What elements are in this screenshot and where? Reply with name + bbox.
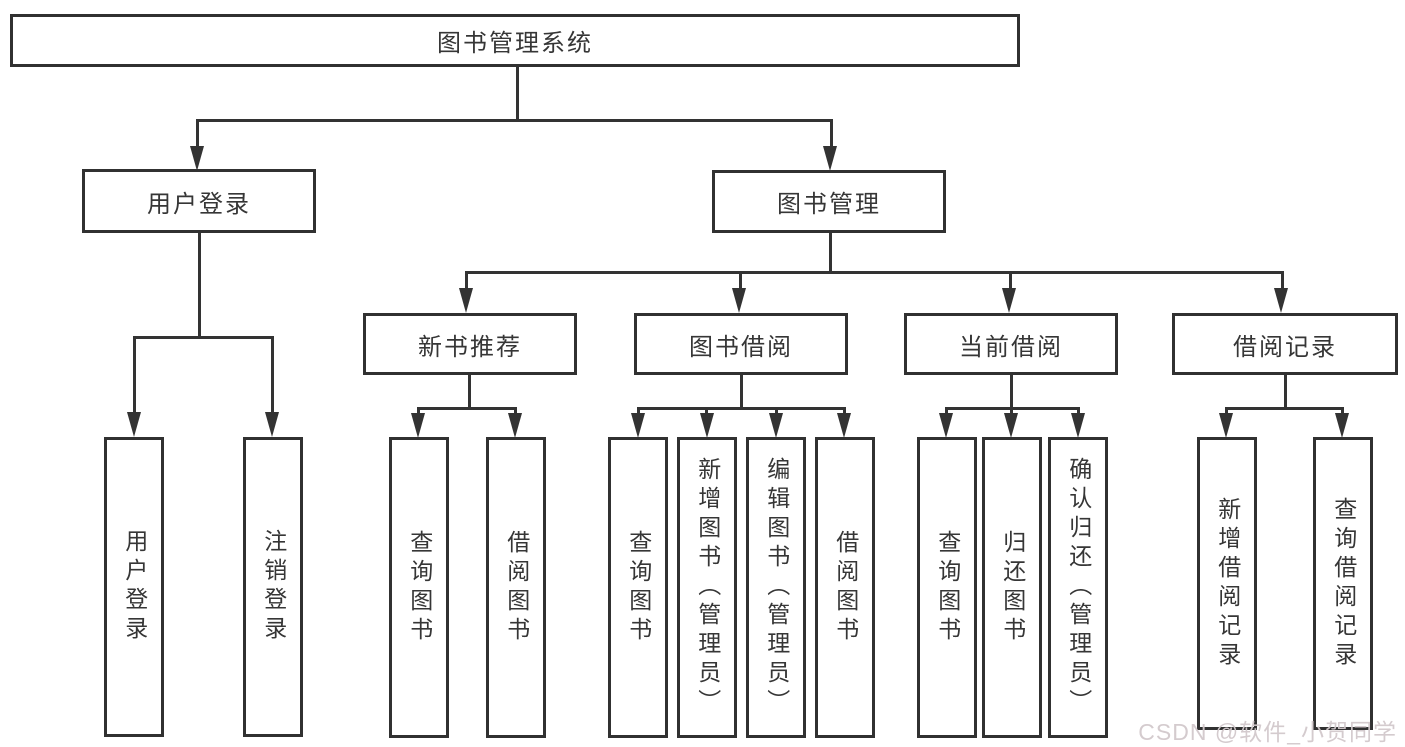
connector-bookmgmt-drop	[830, 119, 833, 149]
leaf-label: 查询图书	[625, 529, 652, 646]
connector-leaf-drop	[705, 407, 708, 416]
leaf-query-books: 查询图书	[608, 437, 668, 738]
arrow-to-book-management	[823, 146, 837, 171]
connector-current-stem	[1010, 374, 1013, 410]
node-label: 图书管理	[777, 191, 881, 218]
connector-leaf-drop	[843, 407, 846, 416]
connector-leaf-drop	[514, 407, 517, 416]
node-label: 借阅记录	[1233, 333, 1337, 361]
node-borrow-records: 借阅记录	[1172, 313, 1398, 375]
leaf-query-borrow-record: 查询借阅记录	[1313, 437, 1373, 730]
leaf-label: 查询图书	[406, 529, 433, 646]
connector-leaf-drop	[945, 407, 948, 416]
connector-leaf-login-drop	[133, 336, 136, 415]
connector-leaf-drop	[1341, 407, 1344, 416]
connector-leaf-drop	[1010, 407, 1013, 416]
node-label: 用户登录	[147, 190, 251, 218]
connector-borrow-drop	[739, 271, 742, 291]
connector-userlogin-bar	[133, 336, 274, 339]
connector-leaf-logout-drop	[271, 336, 274, 415]
arrow-to-borrow	[732, 288, 746, 313]
arrow-to-leaf-logout	[265, 412, 279, 437]
leaf-query-books: 查询图书	[389, 437, 449, 738]
node-root: 图书管理系统	[10, 14, 1020, 67]
connector-leaf-drop	[775, 407, 778, 416]
leaf-label: 新增图书（管理员）	[694, 457, 721, 718]
arrow-to-leaf	[1004, 413, 1018, 438]
leaf-edit-books-admin: 编辑图书（管理员）	[746, 437, 806, 738]
connector-newbook-drop	[465, 271, 468, 291]
node-root-label: 图书管理系统	[437, 30, 593, 57]
arrow-to-current	[1002, 288, 1016, 313]
connector-userlogin-stem	[198, 231, 201, 338]
arrow-to-leaf	[631, 413, 645, 438]
connector-records-drop	[1281, 271, 1284, 291]
leaf-label: 借阅图书	[503, 529, 530, 646]
node-new-book-recommend: 新书推荐	[363, 313, 577, 375]
node-label: 图书借阅	[689, 333, 793, 361]
connector-leaf-drop	[1225, 407, 1228, 416]
arrow-to-leaf-login	[127, 412, 141, 437]
leaf-logout: 注销登录	[243, 437, 303, 737]
node-book-management: 图书管理	[712, 170, 946, 233]
arrow-to-leaf	[939, 413, 953, 438]
node-label: 当前借阅	[959, 333, 1063, 361]
connector-records-stem	[1284, 374, 1287, 410]
connector-userlogin-drop	[196, 119, 199, 149]
leaf-label: 注销登录	[260, 529, 287, 645]
leaf-return-books: 归还图书	[982, 437, 1042, 738]
node-current-borrow: 当前借阅	[904, 313, 1118, 375]
connector-current-drop	[1009, 271, 1012, 291]
node-book-borrow: 图书借阅	[634, 313, 848, 375]
connector-newbook-bar	[417, 407, 517, 410]
connector-leaf-drop	[417, 407, 420, 416]
arrow-to-leaf	[508, 413, 522, 438]
csdn-watermark: CSDN @软件_小贺同学	[1138, 719, 1397, 745]
arrow-to-leaf	[1335, 413, 1349, 438]
arrow-to-leaf	[411, 413, 425, 438]
leaf-borrow-books: 借阅图书	[486, 437, 546, 738]
node-label: 新书推荐	[418, 333, 522, 361]
connector-records-bar	[1225, 407, 1344, 410]
leaf-add-borrow-record: 新增借阅记录	[1197, 437, 1257, 730]
connector-borrow-stem	[740, 374, 743, 410]
leaf-label: 查询图书	[934, 529, 961, 646]
arrow-to-leaf	[1219, 413, 1233, 438]
connector-level1-bar	[196, 119, 833, 122]
leaf-user-login: 用户登录	[104, 437, 164, 737]
leaf-label: 归还图书	[999, 529, 1026, 646]
arrow-to-leaf	[700, 413, 714, 438]
leaf-label: 新增借阅记录	[1214, 496, 1241, 671]
arrow-to-user-login	[190, 146, 204, 171]
arrow-to-leaf	[837, 413, 851, 438]
leaf-label: 确认归还（管理员）	[1065, 457, 1092, 718]
leaf-query-books: 查询图书	[917, 437, 977, 738]
connector-level3-bar	[465, 271, 1284, 274]
leaf-label: 编辑图书（管理员）	[763, 457, 790, 718]
leaf-borrow-books: 借阅图书	[815, 437, 875, 738]
leaf-confirm-return-admin: 确认归还（管理员）	[1048, 437, 1108, 738]
arrow-to-newbook	[459, 288, 473, 313]
leaf-label: 用户登录	[121, 529, 148, 645]
connector-leaf-drop	[1077, 407, 1080, 416]
leaf-label: 借阅图书	[832, 529, 859, 646]
connector-root-stem	[516, 66, 519, 122]
connector-leaf-drop	[637, 407, 640, 416]
arrow-to-leaf	[1071, 413, 1085, 438]
arrow-to-records	[1274, 288, 1288, 313]
node-user-login: 用户登录	[82, 169, 316, 233]
connector-bookmgmt-stem	[829, 231, 832, 274]
leaf-label: 查询借阅记录	[1330, 496, 1357, 671]
connector-borrow-bar	[637, 407, 846, 410]
connector-newbook-stem	[468, 374, 471, 410]
leaf-add-books-admin: 新增图书（管理员）	[677, 437, 737, 738]
arrow-to-leaf	[769, 413, 783, 438]
